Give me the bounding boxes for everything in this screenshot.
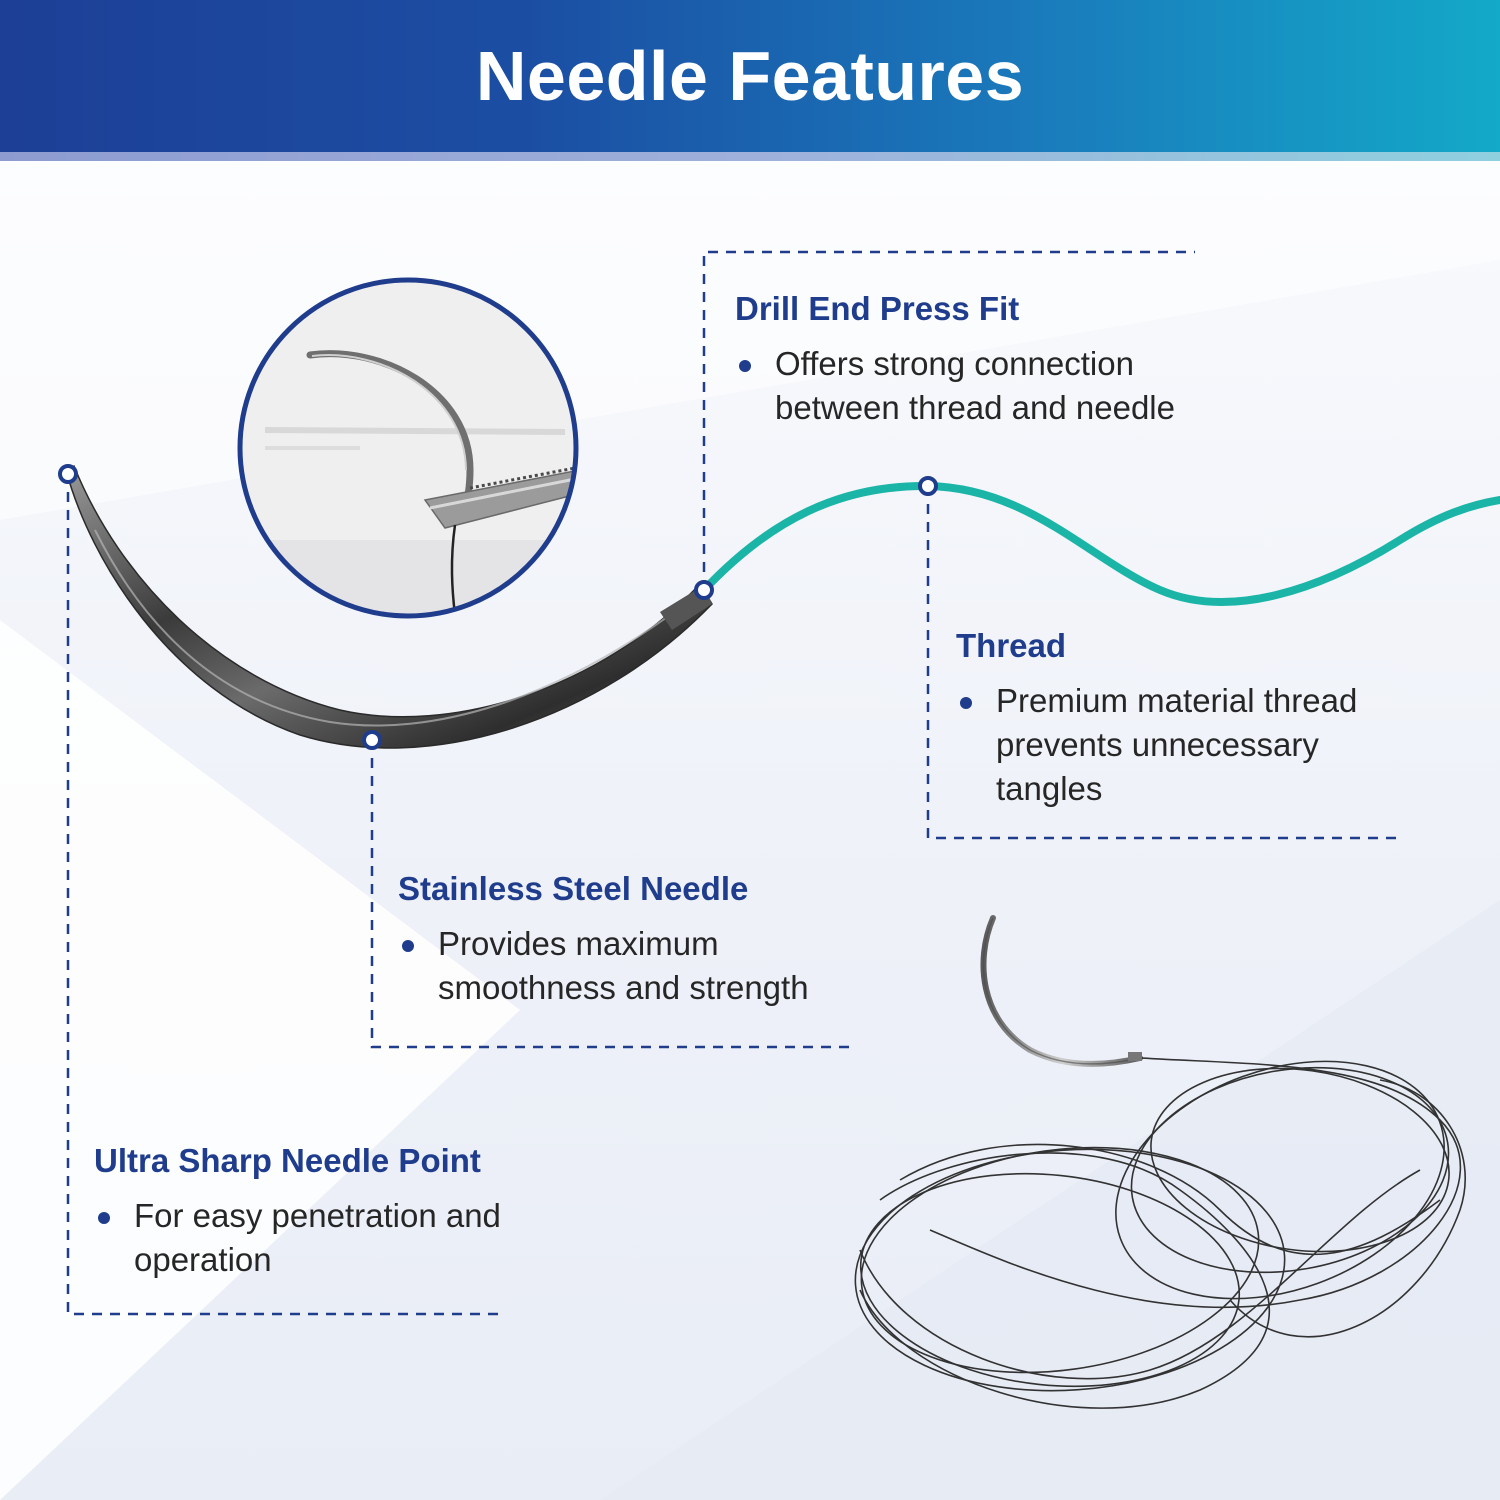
feature-needle-point-title: Ultra Sharp Needle Point	[94, 1142, 481, 1179]
feature-drill-end: Drill End Press Fit Offers strong connec…	[735, 290, 1255, 430]
callout-anchor-dots	[58, 464, 938, 750]
feature-drill-end-bullet: Offers strong connection between thread …	[735, 342, 1255, 430]
needle-held-by-forceps-photo	[237, 277, 579, 619]
teal-thread-line	[700, 481, 1500, 606]
feature-steel-needle: Stainless Steel Needle Provides maximum …	[398, 870, 868, 1010]
feature-steel-needle-bullet: Provides maximum smoothness and strength	[398, 922, 868, 1010]
feature-steel-needle-title: Stainless Steel Needle	[398, 870, 749, 907]
feature-needle-point: Ultra Sharp Needle Point For easy penetr…	[94, 1142, 514, 1282]
feature-thread-title: Thread	[956, 627, 1067, 664]
feature-thread: Thread Premium material thread prevents …	[956, 627, 1426, 811]
page-title: Needle Features	[475, 37, 1025, 115]
feature-thread-bullet: Premium material thread prevents unneces…	[956, 679, 1426, 811]
header-accent-strip	[0, 152, 1500, 161]
feature-needle-point-bullet: For easy penetration and operation	[94, 1194, 514, 1282]
needle-with-coiled-black-suture-photo	[854, 915, 1466, 1409]
callout-lines	[66, 250, 1398, 1316]
header-banner: Needle Features	[0, 0, 1500, 152]
feature-drill-end-title: Drill End Press Fit	[735, 290, 1020, 327]
